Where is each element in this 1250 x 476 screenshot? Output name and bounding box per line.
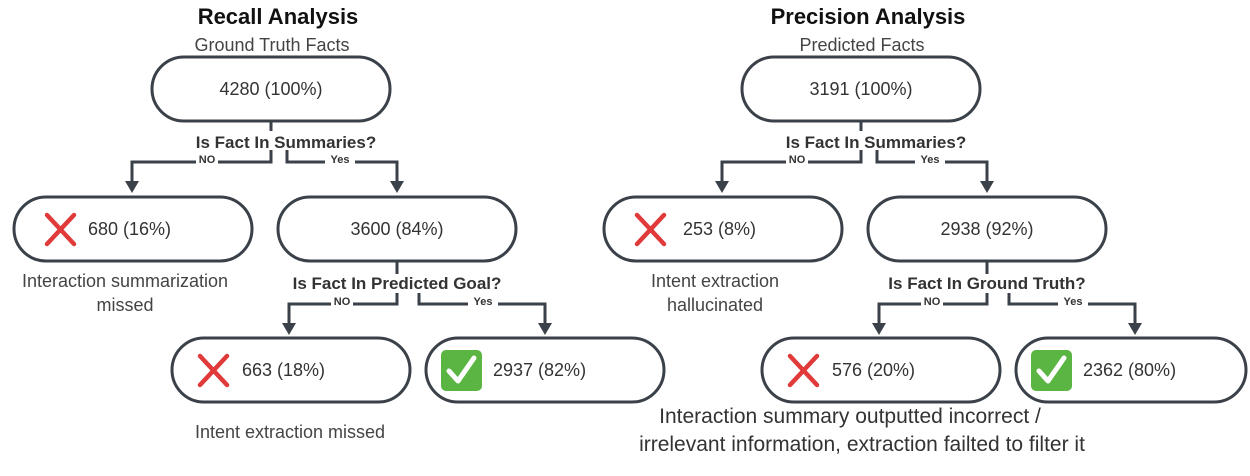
recall-yes-label-1: Yes (331, 154, 350, 166)
precision-fail-node-2 (760, 336, 1002, 404)
precision-fail-note-1-line1: Intent extraction (651, 271, 779, 291)
recall-fail-value-1: 680 (16%) (88, 219, 171, 239)
precision-yes-label-2: Yes (1064, 296, 1083, 308)
precision-fail-value-1: 253 (8%) (683, 219, 756, 239)
precision-title: Precision Analysis (771, 4, 966, 29)
recall-yes-label-2: Yes (474, 296, 493, 308)
recall-pass-value-1: 3600 (84%) (350, 219, 443, 239)
precision-no-label-2: NO (924, 296, 941, 308)
precision-pass-value-1: 2938 (92%) (940, 219, 1033, 239)
recall-arrow-yes-2 (538, 323, 552, 335)
precision-pass-node-2 (1014, 336, 1248, 404)
recall-fail-note-2: Intent extraction missed (195, 422, 385, 442)
precision-arrow-no-1 (715, 181, 729, 193)
recall-analysis: Recall Analysis Ground Truth Facts 4280 … (12, 4, 666, 442)
checkmark-icon (441, 350, 482, 391)
x-mark-icon (197, 353, 230, 388)
precision-arrow-yes-1 (980, 181, 994, 193)
precision-fail-value-2: 576 (20%) (832, 360, 915, 380)
recall-pass-value-2: 2937 (82%) (493, 360, 586, 380)
x-mark-icon (44, 212, 77, 247)
recall-root-value: 4280 (100%) (219, 79, 322, 99)
precision-yes-label-1: Yes (921, 154, 940, 166)
precision-arrow-yes-2 (1128, 323, 1142, 335)
precision-question-1: Is Fact In Summaries? (786, 133, 966, 152)
checkmark-icon (1031, 350, 1072, 391)
recall-root-label: Ground Truth Facts (194, 35, 349, 55)
recall-no-label-2: NO (334, 296, 351, 308)
recall-arrow-yes-1 (390, 181, 404, 193)
x-mark-icon (787, 353, 820, 388)
recall-arrow-no-2 (282, 323, 296, 335)
x-mark-icon (634, 212, 667, 247)
precision-bottom-note-line1: Interaction summary outputted incorrect … (659, 405, 1041, 428)
recall-arrow-no-1 (125, 181, 139, 193)
precision-question-2: Is Fact In Ground Truth? (888, 274, 1085, 293)
precision-analysis: Precision Analysis Predicted Facts 3191 … (602, 4, 1248, 456)
recall-question-1: Is Fact In Summaries? (196, 133, 376, 152)
precision-bottom-note-line2: irrelevant information, extraction failt… (639, 433, 1085, 456)
recall-fail-note-1-line2: missed (96, 295, 153, 315)
recall-fail-value-2: 663 (18%) (242, 360, 325, 380)
recall-title: Recall Analysis (198, 4, 359, 29)
recall-no-label-1: NO (199, 154, 216, 166)
precision-root-label: Predicted Facts (799, 35, 924, 55)
recall-question-2: Is Fact In Predicted Goal? (293, 274, 502, 293)
recall-pass-node-2 (424, 336, 666, 404)
precision-no-label-1: NO (789, 154, 806, 166)
recall-fail-note-1-line1: Interaction summarization (22, 271, 228, 291)
precision-pass-value-2: 2362 (80%) (1083, 360, 1176, 380)
precision-root-value: 3191 (100%) (809, 79, 912, 99)
precision-fail-note-1-line2: hallucinated (667, 295, 763, 315)
recall-fail-node-2 (170, 336, 412, 404)
precision-arrow-no-2 (872, 323, 886, 335)
